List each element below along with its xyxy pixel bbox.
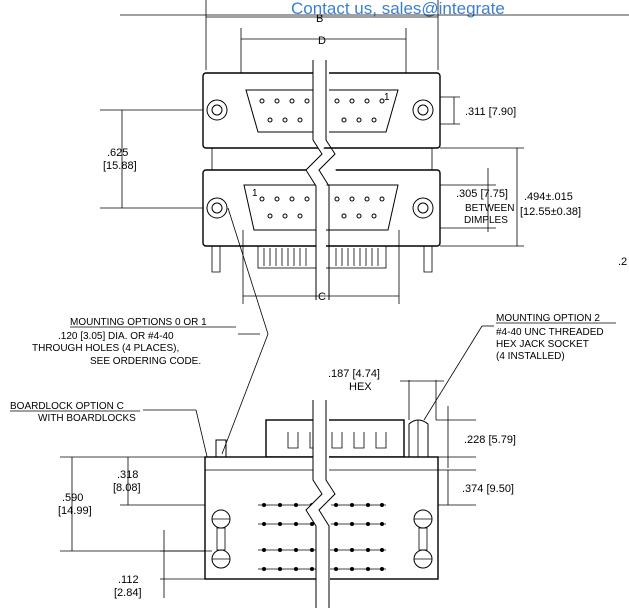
dim-112-in: .112 bbox=[118, 574, 139, 586]
dim-311-label: .311 [7.90] bbox=[465, 106, 516, 118]
upper-pin-row-1 bbox=[259, 98, 385, 104]
upper-pin-row-2 bbox=[267, 117, 377, 123]
mount2-line2: HEX JACK SOCKET bbox=[496, 339, 589, 350]
top-break-right bbox=[318, 60, 336, 300]
dim-374-label: .374 [9.50] bbox=[462, 483, 514, 495]
mating-shell bbox=[265, 419, 405, 458]
upper-right-mount-hole bbox=[412, 99, 434, 121]
side-view: .187 [4.74] HEX .228 [5.79] .590 [14.99] bbox=[58, 368, 516, 608]
lower-left-mount-hole bbox=[206, 197, 228, 219]
tail-slots bbox=[263, 248, 379, 266]
dim-d-label: D bbox=[318, 35, 326, 47]
boardlock-note: BOARDLOCK OPTION C WITH BOARDLOCKS bbox=[10, 401, 223, 521]
right-boardlock bbox=[413, 509, 433, 569]
lower-shell bbox=[243, 184, 399, 231]
upper-shell bbox=[245, 89, 399, 133]
mounting-options-note: MOUNTING OPTIONS 0 OR 1 .120 [3.05] DIA.… bbox=[32, 207, 269, 455]
mount01-line1: .120 [3.05] DIA. OR #4-40 bbox=[58, 331, 174, 342]
between-label: BETWEEN bbox=[465, 203, 514, 214]
boardlock-line1: WITH BOARDLOCKS bbox=[38, 413, 136, 424]
right-boardlock-top bbox=[423, 246, 433, 273]
dim-494-mm: [12.55±0.38] bbox=[520, 206, 581, 218]
mount01-leader-a bbox=[227, 207, 269, 335]
lower-right-mount-hole bbox=[412, 197, 434, 219]
mounting-option2-note: MOUNTING OPTION 2 #4-40 UNC THREADED HEX… bbox=[423, 313, 616, 421]
mount2-title: MOUNTING OPTION 2 bbox=[496, 313, 600, 324]
mount2-leader bbox=[423, 325, 483, 421]
dim-187-label: .187 [4.74] bbox=[328, 368, 380, 380]
dim-494-in: .494±.015 bbox=[524, 191, 573, 203]
dim-590-mm: [14.99] bbox=[58, 505, 92, 517]
lower-pin-row-2 bbox=[267, 213, 377, 219]
mount01-line3: SEE ORDERING CODE. bbox=[90, 356, 201, 367]
dim-112-mm: [2.84] bbox=[114, 587, 142, 599]
hex-jack-left bbox=[215, 439, 227, 457]
mount01-line2: THROUGH HOLES (4 PLACES), bbox=[32, 343, 179, 354]
left-boardlock bbox=[211, 509, 231, 569]
mount2-line1: #4-40 UNC THREADED bbox=[496, 327, 604, 338]
dim-228-label: .228 [5.79] bbox=[464, 434, 516, 446]
mount2-line3: (4 INSTALLED) bbox=[496, 351, 565, 362]
dim-305-label: .305 [7.75] bbox=[456, 188, 508, 200]
left-boardlock-top bbox=[211, 246, 221, 273]
upper-left-mount-hole bbox=[206, 99, 228, 121]
dim-625-mm: [15.88] bbox=[103, 160, 137, 172]
side-break-left bbox=[305, 400, 323, 608]
dim-c-label: C bbox=[318, 291, 326, 303]
dim-b-label: B bbox=[316, 13, 323, 25]
hex-jack-right bbox=[408, 419, 429, 457]
top-break-left bbox=[305, 60, 323, 300]
mount01-title: MOUNTING OPTIONS 0 OR 1 bbox=[70, 317, 207, 328]
boardlock-title: BOARDLOCK OPTION C bbox=[10, 401, 124, 412]
contact-link[interactable]: Contact us, sales@integrate bbox=[291, 0, 505, 18]
pin1-marker-top: 1 bbox=[384, 92, 390, 103]
mount01-leader-b bbox=[221, 333, 269, 455]
edge-fragment: .2 bbox=[618, 256, 627, 268]
dim-625-in: .625 bbox=[107, 147, 128, 159]
dim-318-in: .318 bbox=[117, 469, 138, 481]
hex-label: HEX bbox=[349, 381, 372, 393]
top-view: B D 1 .311 [7.90] bbox=[100, 0, 627, 304]
lower-pin-row-1 bbox=[259, 196, 385, 202]
dim-318-mm: [8.08] bbox=[113, 482, 141, 494]
dim-590-in: .590 bbox=[62, 492, 83, 504]
dimples-label: DIMPLES bbox=[464, 215, 508, 226]
pin1-marker-bottom: 1 bbox=[252, 188, 258, 199]
side-break-right bbox=[318, 400, 336, 608]
